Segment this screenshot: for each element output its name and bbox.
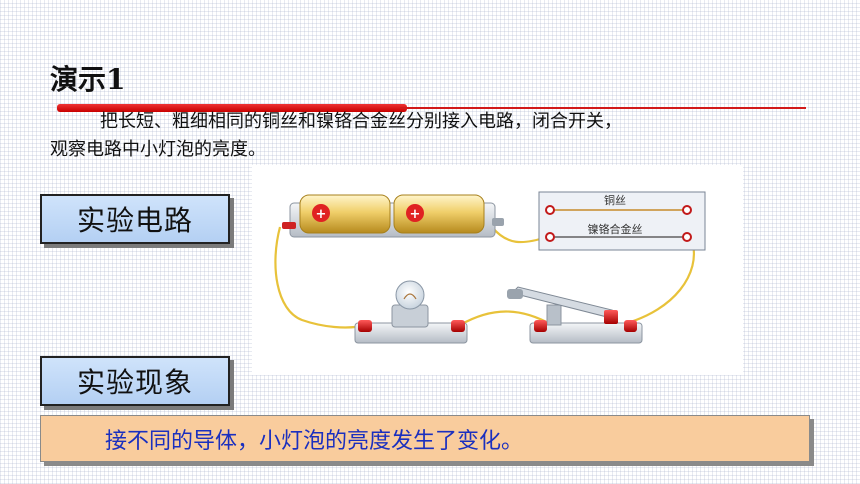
title-divider-line bbox=[400, 107, 806, 109]
circuit-diagram: + + 铜丝 镍铬合金丝 bbox=[252, 165, 743, 375]
knife-switch bbox=[507, 286, 643, 344]
resistance-wire-board: 铜丝 镍铬合金丝 bbox=[538, 191, 706, 251]
battery-cell-2: + bbox=[393, 194, 485, 234]
battery-cell-2-symbol: + bbox=[410, 207, 421, 222]
bulb-terminal-left bbox=[358, 320, 372, 332]
switch-blade bbox=[511, 286, 613, 318]
description-line-2: 观察电路中小灯泡的亮度。 bbox=[50, 139, 266, 160]
circuit-diagram-svg: + + 铜丝 镍铬合金丝 bbox=[274, 191, 706, 344]
battery-cell-1-symbol: + bbox=[316, 207, 327, 222]
label-experiment-circuit: 实验电路 bbox=[40, 194, 230, 244]
connecting-wires bbox=[274, 226, 695, 329]
switch-handle bbox=[507, 289, 523, 299]
nichrome-wire-label: 镍铬合金丝 bbox=[588, 222, 643, 236]
light-bulb-icon bbox=[395, 280, 425, 310]
battery-cell-1: + bbox=[299, 194, 391, 234]
slide-title: 演示1 bbox=[50, 63, 126, 96]
switch-terminal-right bbox=[624, 320, 637, 332]
plus-icon bbox=[406, 204, 424, 222]
battery-terminal-left bbox=[282, 222, 296, 229]
title-underline-bar bbox=[57, 104, 407, 112]
copper-wire-label: 铜丝 bbox=[604, 193, 626, 207]
light-bulb-stand bbox=[354, 280, 468, 344]
plus-icon bbox=[312, 204, 330, 222]
switch-terminal-left bbox=[534, 320, 547, 332]
result-box: 接不同的导体，小灯泡的亮度发生了变化。 bbox=[40, 415, 810, 462]
label-experiment-phenomenon: 实验现象 bbox=[40, 356, 230, 406]
battery-terminal-right bbox=[492, 218, 504, 226]
slide-description: 把长短、粗细相同的铜丝和镍铬合金丝分别接入电路，闭合开关， 观察电路中小灯泡的亮… bbox=[50, 108, 810, 164]
bulb-terminal-right bbox=[451, 320, 465, 332]
description-line-1: 把长短、粗细相同的铜丝和镍铬合金丝分别接入电路，闭合开关， bbox=[100, 111, 622, 132]
